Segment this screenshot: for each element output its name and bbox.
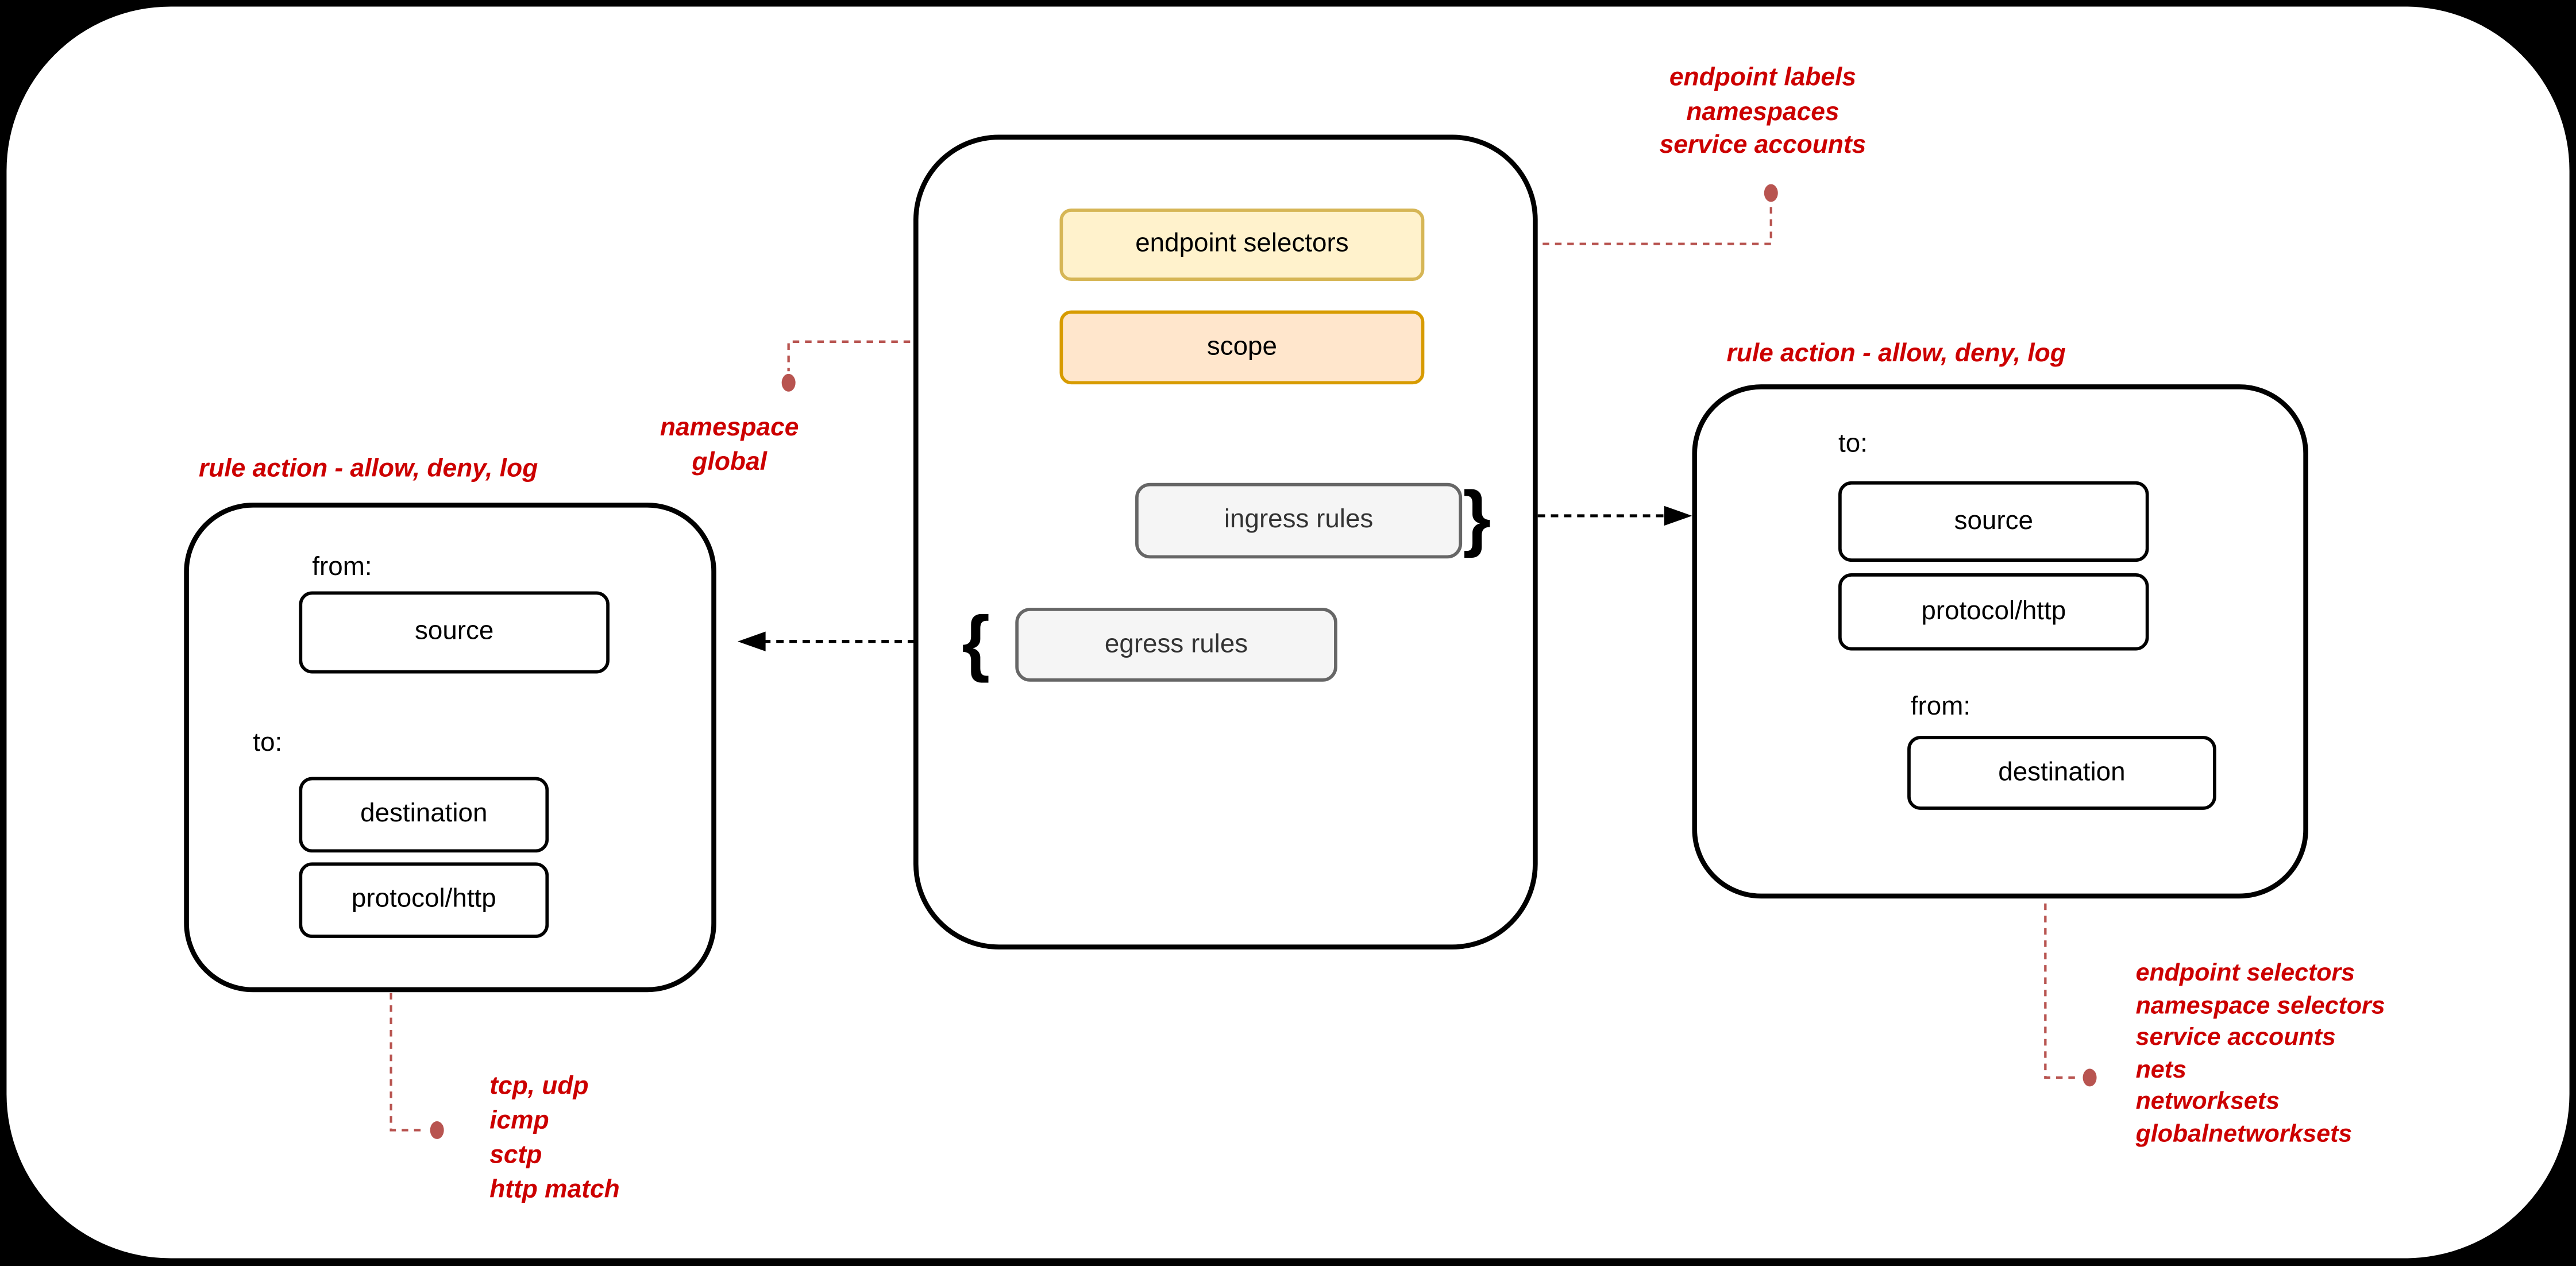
note-line: http match xyxy=(489,1176,620,1205)
note-line: globalnetworksets xyxy=(2135,1120,2353,1148)
egress-destination-box: destination xyxy=(299,777,549,853)
ingress-destination-label: destination xyxy=(1998,758,2126,786)
note-line: sctp xyxy=(489,1141,542,1170)
egress-from-label: from: xyxy=(312,553,372,582)
note-line: namespace selectors xyxy=(2135,991,2385,1020)
note-line: service accounts xyxy=(1659,131,1867,160)
egress-destination-label: destination xyxy=(360,800,488,828)
note-line: tcp, udp xyxy=(489,1072,589,1101)
note-line: global xyxy=(692,447,767,476)
note-line: icmp xyxy=(489,1107,549,1136)
egress-protocol-box: protocol/http xyxy=(299,862,549,938)
egress-rule-action-note: rule action - allow, deny, log xyxy=(199,455,538,483)
ingress-protocol-box: protocol/http xyxy=(1838,573,2149,651)
endpoint-selectors-label: endpoint selectors xyxy=(1135,230,1349,258)
ingress-source-box: source xyxy=(1838,481,2149,562)
ingress-source-label: source xyxy=(1954,507,2033,535)
protocol-note: tcp, udp icmp sctp http match xyxy=(489,1070,620,1207)
note-line: endpoint labels xyxy=(1669,64,1857,92)
note-line: service accounts xyxy=(2135,1024,2336,1052)
egress-rules-label: egress rules xyxy=(1104,630,1248,658)
note-line: networksets xyxy=(2135,1088,2280,1116)
note-line: namespaces xyxy=(1686,98,1840,126)
egress-to-label: to: xyxy=(253,729,283,758)
note-line: endpoint selectors xyxy=(2135,959,2355,987)
destination-note: endpoint selectors namespace selectors s… xyxy=(2136,958,2385,1151)
egress-source-label: source xyxy=(415,617,494,646)
ingress-brace-icon: } xyxy=(1463,477,1491,559)
ingress-to-label: to: xyxy=(1838,430,1868,458)
ingress-destination-box: destination xyxy=(1907,736,2216,810)
ingress-rule-action-note: rule action - allow, deny, log xyxy=(1726,339,2066,368)
endpoint-selectors-box: endpoint selectors xyxy=(1059,209,1425,281)
egress-rules-box: egress rules xyxy=(1015,608,1337,682)
scope-box: scope xyxy=(1059,310,1425,385)
ingress-protocol-label: protocol/http xyxy=(1921,597,2066,626)
ingress-rules-label: ingress rules xyxy=(1224,505,1374,534)
scope-note: namespace global xyxy=(615,412,844,480)
egress-brace-icon: { xyxy=(962,602,990,685)
note-line: namespace xyxy=(660,414,799,442)
note-line: nets xyxy=(2135,1056,2186,1084)
endpoint-selectors-note: endpoint labels namespaces service accou… xyxy=(1549,63,1977,164)
egress-protocol-label: protocol/http xyxy=(351,885,496,913)
ingress-rules-box: ingress rules xyxy=(1135,483,1463,559)
ingress-from-label: from: xyxy=(1910,693,1971,721)
scope-label: scope xyxy=(1206,333,1277,361)
egress-source-box: source xyxy=(299,591,610,674)
